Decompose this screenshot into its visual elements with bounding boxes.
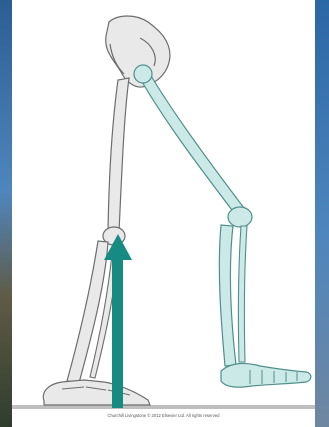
copyright-notice: Churchill Livingstone © 2012 Elsevier Lt…: [12, 413, 315, 418]
swing-tibia: [219, 225, 236, 366]
swing-hip-joint: [134, 65, 152, 83]
stance-foot: [43, 380, 150, 405]
stance-femur: [108, 78, 129, 232]
stance-tibia: [67, 241, 108, 383]
swing-fibula: [238, 226, 247, 362]
swing-femur: [141, 74, 244, 214]
swing-knee: [228, 207, 252, 227]
